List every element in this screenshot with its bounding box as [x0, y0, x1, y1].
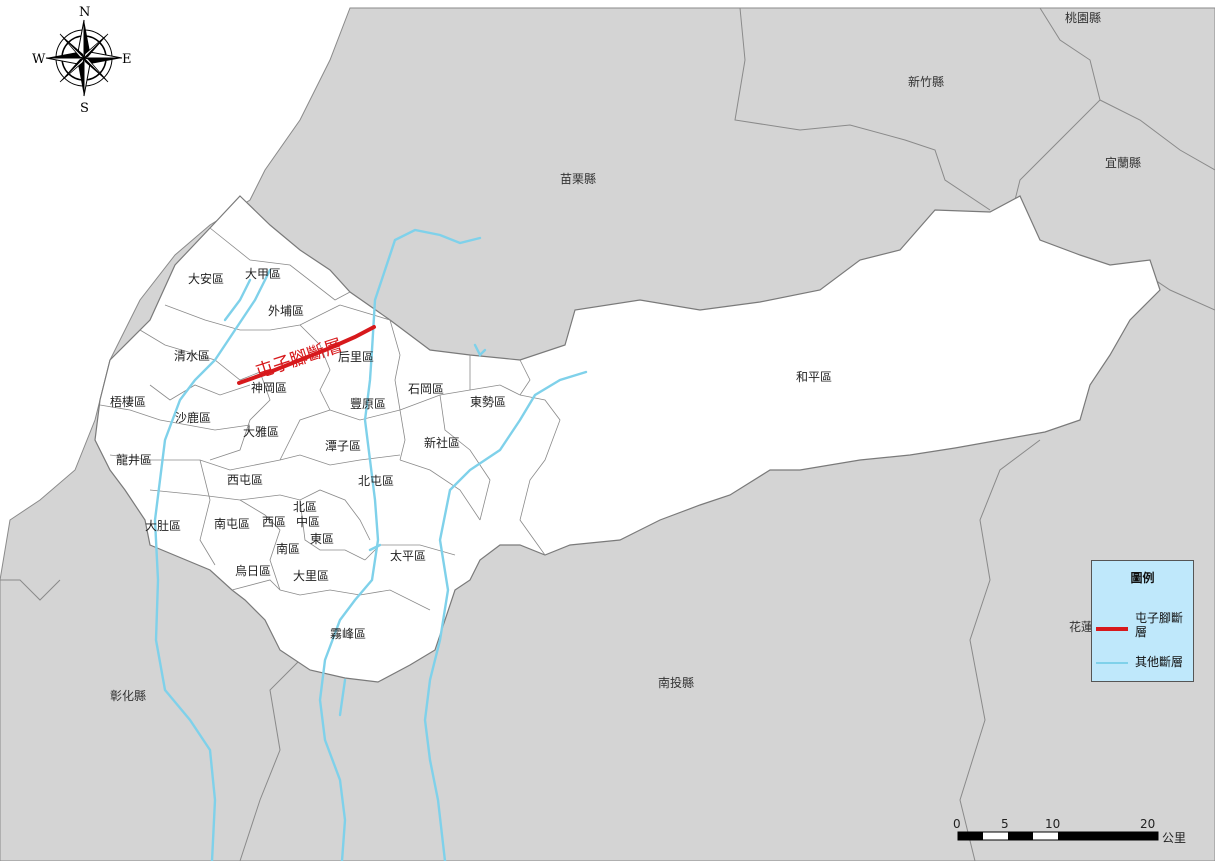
compass-rose-icon: N S E W	[32, 5, 132, 116]
district-label: 后里區	[338, 350, 374, 364]
compass-e: E	[122, 52, 132, 67]
county-miaoli: 苗栗縣	[560, 172, 596, 186]
district-label: 太平區	[390, 548, 426, 563]
compass-n: N	[79, 5, 90, 20]
tunzijiao-fault	[237, 325, 376, 385]
district-label: 大里區	[293, 569, 329, 583]
legend-swatch-red	[1096, 627, 1128, 631]
district-label: 沙鹿區	[175, 410, 211, 425]
legend-label: 屯子腳斷層	[1135, 611, 1184, 639]
county-yilan: 宜蘭縣	[1105, 155, 1141, 170]
scale-tick-20: 20	[1140, 817, 1155, 831]
district-label: 和平區	[796, 370, 832, 384]
district-label: 神岡區	[251, 381, 287, 395]
district-label: 大甲區	[245, 267, 281, 281]
district-label: 霧峰區	[330, 627, 366, 641]
district-label: 烏日區	[235, 564, 271, 578]
county-nantou: 南投縣	[658, 675, 694, 690]
legend-label: 其他斷層	[1135, 655, 1184, 669]
district-label: 龍井區	[116, 452, 152, 467]
district-label: 南屯區	[214, 516, 250, 531]
legend: 圖例 屯子腳斷層 其他斷層	[1091, 560, 1194, 682]
scale-tick-0: 0	[953, 817, 961, 831]
legend-swatch-blue	[1096, 662, 1128, 664]
county-taoyuan: 桃園縣	[1065, 10, 1101, 25]
district-label: 清水區	[174, 349, 210, 363]
district-labels: 大安區 大甲區 外埔區 清水區 后里區 神岡區 梧棲區 沙鹿區 豐原區 石岡區 …	[110, 267, 832, 641]
district-label: 中區	[296, 514, 320, 529]
district-label: 西屯區	[227, 473, 263, 487]
district-label: 梧棲區	[110, 394, 146, 409]
compass-s: S	[80, 101, 89, 116]
scale-unit: 公里	[1162, 831, 1186, 845]
compass-w: W	[32, 52, 46, 67]
district-label: 東區	[310, 532, 334, 546]
county-hsinchu: 新竹縣	[908, 74, 944, 89]
district-label: 豐原區	[350, 397, 386, 411]
taichung-city	[94, 195, 1161, 683]
district-label: 大肚區	[145, 518, 181, 533]
district-label: 東勢區	[470, 394, 506, 409]
legend-title: 圖例	[1130, 571, 1155, 585]
county-changhua: 彰化縣	[110, 688, 146, 703]
district-label: 北屯區	[358, 474, 394, 488]
scale-bar: 0 5 10 20 公里	[953, 817, 1186, 845]
scale-tick-10: 10	[1045, 817, 1060, 831]
district-label: 大安區	[188, 271, 224, 286]
district-label: 北區	[293, 500, 317, 514]
county-hualien: 花蓮	[1069, 619, 1093, 634]
district-label: 石岡區	[408, 382, 444, 396]
district-label: 西區	[262, 515, 286, 529]
district-label: 潭子區	[325, 439, 361, 453]
district-label: 南區	[276, 541, 300, 556]
scale-tick-5: 5	[1001, 817, 1009, 831]
district-label: 大雅區	[243, 424, 279, 439]
other-faults	[153, 228, 588, 861]
district-label: 新社區	[424, 435, 460, 450]
district-label: 外埔區	[268, 304, 304, 318]
county-labels: 桃園縣 新竹縣 宜蘭縣 苗栗縣 彰化縣 南投縣 花蓮	[110, 10, 1141, 703]
